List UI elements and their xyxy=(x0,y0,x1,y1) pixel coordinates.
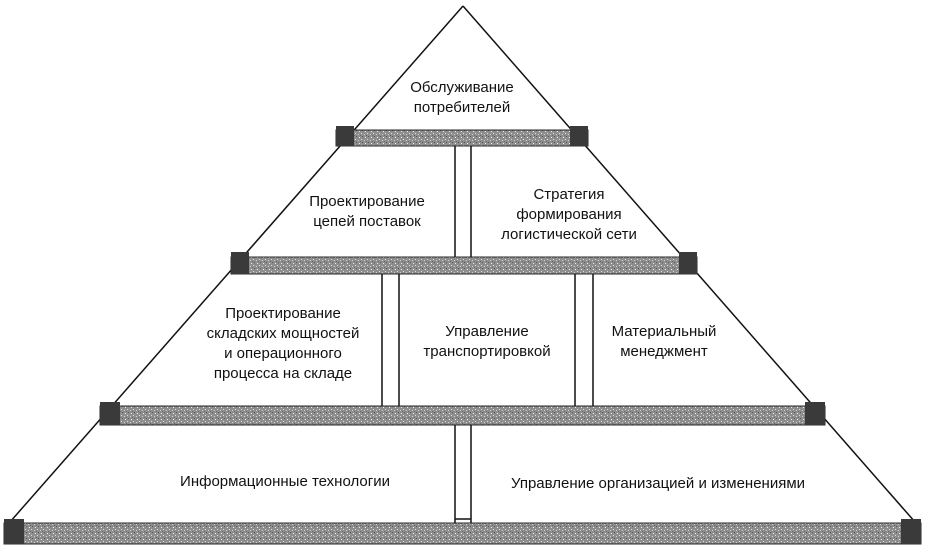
block-organization-change-management: Управление организацией и изменениями xyxy=(510,475,806,492)
block-warehouse-design: Проектирование складских мощностей и опе… xyxy=(206,305,360,382)
block-customer-service: Обслуживание потребителей xyxy=(410,79,514,116)
block-logistics-network-strategy: Стратегия формирования логистической сет… xyxy=(501,186,637,243)
divider-tier-3-right xyxy=(574,274,594,406)
block-information-technology: Информационные технологии xyxy=(180,473,390,490)
block-materials-management: Материальный менеджмент xyxy=(611,323,717,360)
divider-tier-4 xyxy=(454,425,472,523)
divider-tier-3-left xyxy=(381,274,400,406)
block-transport-management: Управление транспортировкой xyxy=(423,323,551,360)
shelf-3 xyxy=(99,402,826,426)
shelf-1 xyxy=(335,126,589,147)
divider-tier-2 xyxy=(454,146,472,257)
shelf-2 xyxy=(230,252,698,275)
block-supply-chain-design: Проектирование цепей поставок xyxy=(309,193,425,230)
shelf-base xyxy=(3,519,922,545)
